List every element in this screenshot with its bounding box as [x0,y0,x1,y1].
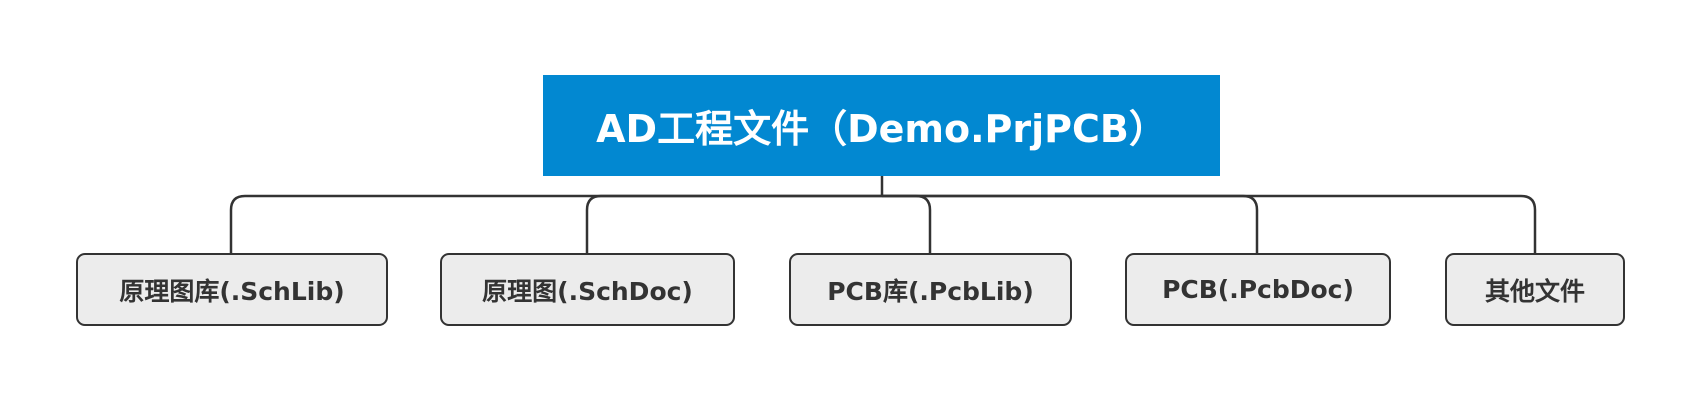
child-node-pcblib: PCB库(.PcbLib) [789,253,1072,326]
child-node-schlib: 原理图库(.SchLib) [76,253,388,326]
child-node-pcbdoc: PCB(.PcbDoc) [1125,253,1391,326]
child-node-schdoc: 原理图(.SchDoc) [440,253,735,326]
connector-branch-right [882,194,1537,253]
connector-branch-child-2 [882,194,932,253]
child-node-label: 原理图(.SchDoc) [482,276,693,306]
connector-branch-child-1 [585,194,882,253]
connector-branch-child-3 [882,194,1259,253]
connector-branch-left [229,194,882,253]
child-node-other-files: 其他文件 [1445,253,1625,326]
child-node-label: PCB库(.PcbLib) [827,276,1034,306]
root-node: AD工程文件（Demo.PrjPCB） [543,75,1220,176]
child-node-label: PCB(.PcbDoc) [1162,275,1354,304]
child-node-label: 其他文件 [1484,276,1585,306]
child-node-label: 原理图库(.SchLib) [119,276,345,306]
root-node-label: AD工程文件（Demo.PrjPCB） [596,107,1167,151]
